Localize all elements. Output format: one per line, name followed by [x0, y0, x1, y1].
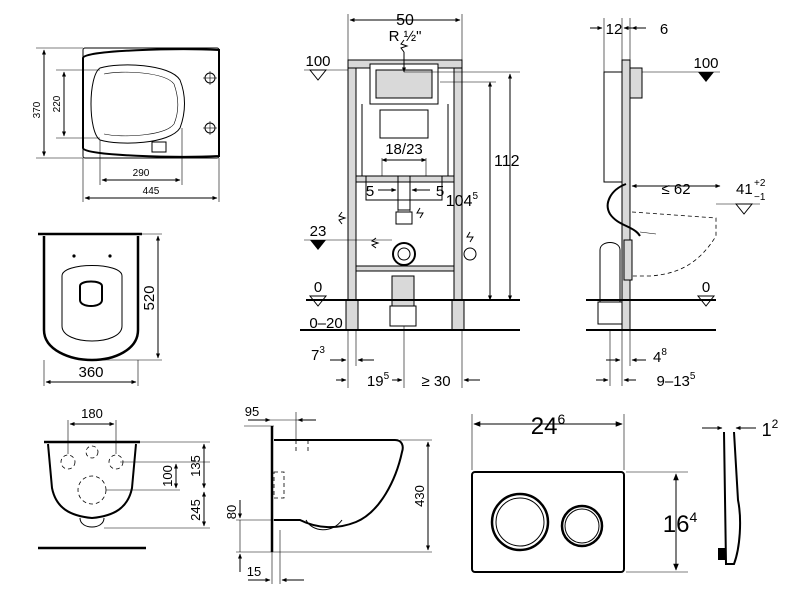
dim-370: 370 [32, 101, 43, 118]
dim-6: 6 [660, 21, 668, 38]
dim-24-6-main: 24 [531, 413, 558, 440]
dim-104-5-main: 104 [446, 193, 473, 210]
dim-9-13-5-main: 9–13 [657, 373, 690, 390]
dim-4-8: 48 [653, 347, 667, 366]
dim-430: 430 [412, 485, 427, 507]
dim-24-6-sup: 6 [557, 411, 565, 427]
dim-9-13-5: 9–135 [657, 371, 696, 390]
label-r-half: R ½" [389, 28, 422, 45]
electric-icon [466, 231, 474, 243]
dim-7-3-main: 7 [311, 347, 319, 364]
level-23: 23 [310, 223, 327, 240]
dim-100: 100 [160, 465, 175, 487]
seat-top-view: 370 220 290 445 [32, 47, 220, 202]
dim-41-minus: −1 [754, 192, 766, 203]
level-100-left: 100 [305, 53, 330, 70]
bowl-front-view: 180 100 135 245 [38, 406, 210, 550]
dim-15: 15 [247, 564, 261, 579]
dim-80: 80 [224, 505, 239, 519]
dim-445: 445 [143, 186, 160, 197]
dim-520: 520 [141, 285, 158, 310]
dim-le62: ≤ 62 [661, 181, 690, 198]
dim-95: 95 [245, 404, 259, 419]
dim-16-4-main: 16 [663, 511, 690, 538]
frame-front-view: 50 R ½" 100 112 1045 18/23 5 5 23 0 0–20 [300, 12, 520, 390]
dim-4-8-sup: 8 [661, 347, 667, 358]
dim-24-6: 246 [531, 411, 566, 440]
water-icon [338, 211, 347, 225]
dim-245: 245 [188, 499, 203, 521]
frame-side-view: 12 6 100 ≤ 62 41 +2 −1 0 48 9–135 [586, 18, 766, 390]
dim-19-5-main: 19 [367, 373, 384, 390]
dim-104-5-sup: 5 [472, 191, 478, 202]
dim-19-5-sup: 5 [384, 371, 390, 382]
dim-16-4-sup: 4 [689, 509, 697, 525]
dim-1-2-sup: 2 [772, 417, 779, 431]
dim-1-2-main: 1 [762, 420, 772, 440]
dim-5-left: 5 [366, 183, 374, 200]
dim-12: 12 [606, 21, 623, 38]
water-supply-icon [400, 39, 409, 53]
water-icon-2 [370, 237, 380, 249]
dim-50: 50 [396, 12, 414, 29]
dim-180: 180 [81, 406, 103, 421]
dim-16-4: 164 [663, 509, 698, 538]
dim-4-8-main: 4 [653, 349, 661, 366]
dim-5-right: 5 [436, 183, 444, 200]
dim-ge30: ≥ 30 [421, 373, 450, 390]
dim-104-5: 1045 [446, 191, 479, 210]
bowl-side-view: 95 80 15 430 [224, 404, 432, 584]
level-100-right: 100 [693, 55, 718, 72]
dim-290: 290 [133, 168, 150, 179]
dim-7-3-sup: 3 [319, 345, 325, 356]
dim-41: 41 [736, 181, 753, 198]
dim-1-2: 12 [762, 417, 779, 440]
flush-plate: 246 164 12 [471, 411, 779, 573]
dim-0-20: 0–20 [309, 315, 342, 332]
dim-41-plus: +2 [754, 178, 766, 189]
level-0-left: 0 [314, 279, 322, 296]
dim-135: 135 [188, 455, 203, 477]
dim-18-23: 18/23 [385, 141, 423, 158]
dim-112: 112 [494, 153, 520, 170]
level-0-right: 0 [702, 279, 710, 296]
dim-220: 220 [52, 95, 63, 112]
electric-icon-2 [416, 207, 424, 219]
dim-41-main: 41 [736, 181, 753, 198]
bowl-top-view: 520 360 [38, 232, 162, 386]
dim-360: 360 [78, 364, 103, 381]
dim-7-3: 73 [311, 345, 325, 364]
dim-19-5: 195 [367, 371, 390, 390]
dim-9-13-5-sup: 5 [690, 371, 696, 382]
